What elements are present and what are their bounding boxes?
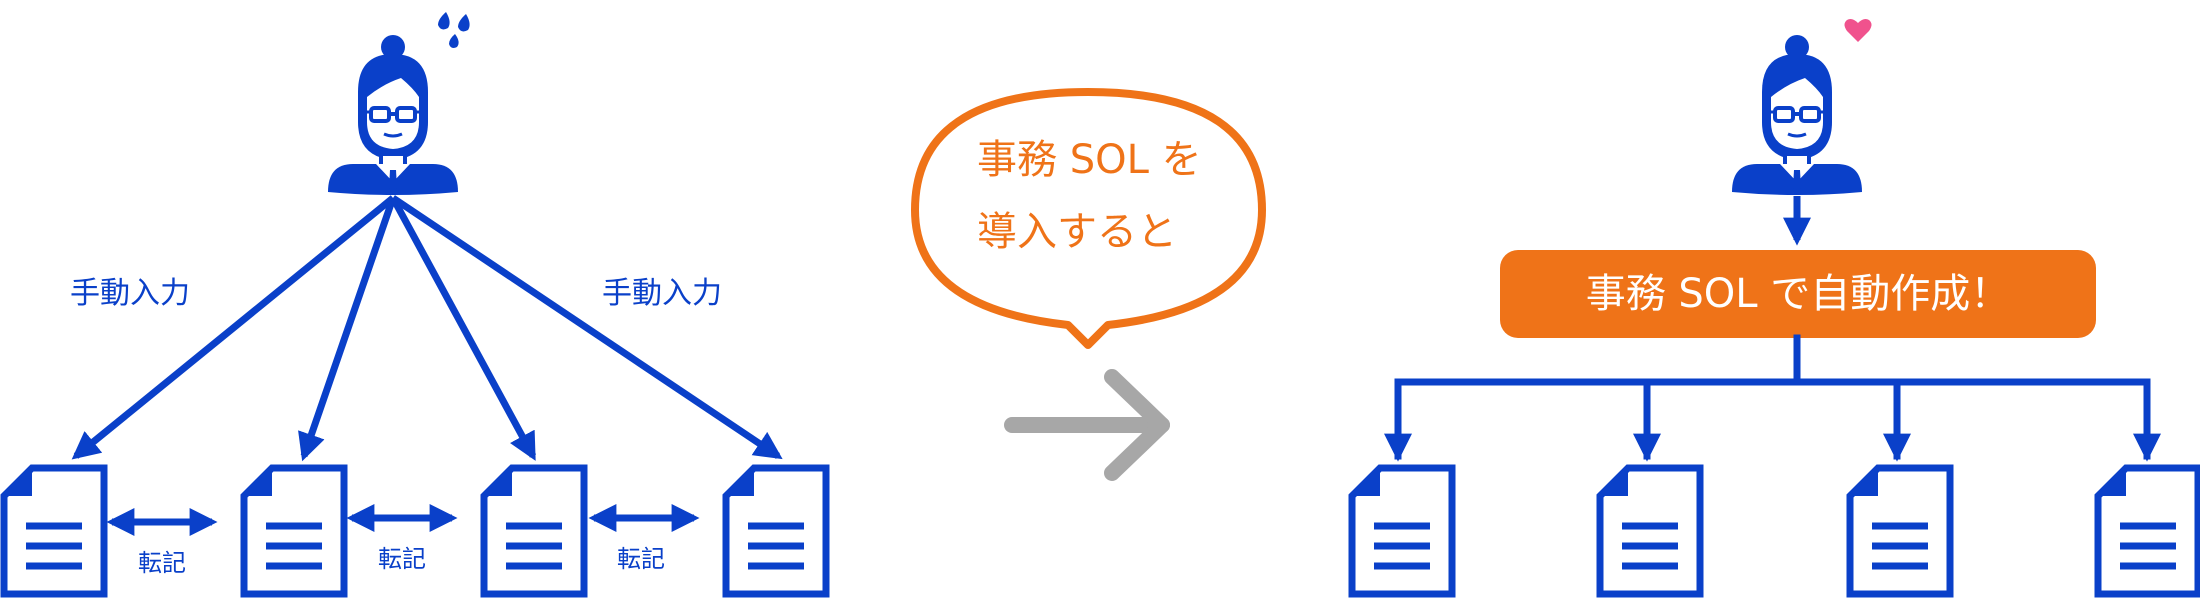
document-icon — [4, 468, 104, 594]
before-section — [4, 12, 826, 594]
bubble-line-1: 事務 SOL を — [977, 137, 1202, 183]
arrow-right-icon — [1004, 369, 1170, 481]
document-icon — [244, 468, 344, 594]
document-icon — [1850, 468, 1950, 594]
heart-icon — [1844, 19, 1872, 42]
auto-create-banner — [1500, 250, 2096, 338]
bubble-line-2: 導入すると — [977, 209, 1177, 255]
after-section — [1352, 19, 2198, 594]
manual-input-arrows — [71, 195, 783, 462]
banner-text: 事務 SOL で自動作成！ — [1585, 271, 2011, 317]
transfer-label: 転記 — [378, 545, 426, 573]
manual-input-label-left: 手動入力 — [70, 276, 190, 311]
document-icon — [1600, 468, 1700, 594]
transfer-label: 転記 — [138, 549, 186, 577]
document-icon — [2098, 468, 2198, 594]
sweat-drops-icon — [438, 12, 470, 48]
transfer-arrows — [106, 504, 700, 536]
document-icon — [726, 468, 826, 594]
manual-input-label-right: 手動入力 — [602, 276, 722, 311]
document-icon — [484, 468, 584, 594]
document-icon — [1352, 468, 1452, 594]
speech-bubble — [911, 88, 1266, 349]
person-icon — [1730, 33, 1864, 197]
distribution-tree — [1384, 334, 2161, 462]
transfer-label: 転記 — [617, 545, 665, 573]
person-icon — [326, 33, 460, 197]
